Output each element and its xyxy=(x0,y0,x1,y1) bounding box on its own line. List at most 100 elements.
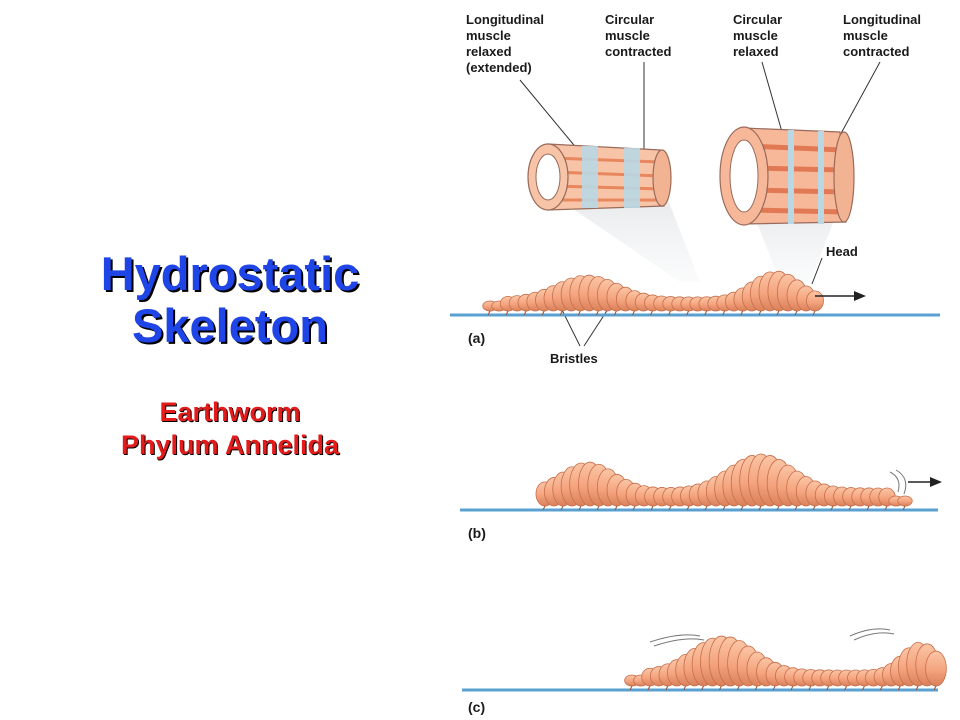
panel-label-a: (a) xyxy=(468,330,485,346)
bristle xyxy=(523,310,527,316)
svg-text:muscle: muscle xyxy=(733,28,778,43)
bristle xyxy=(718,685,722,691)
bristle xyxy=(776,505,780,511)
svg-text:muscle: muscle xyxy=(605,28,650,43)
bristle xyxy=(683,685,687,691)
svg-text:relaxed: relaxed xyxy=(733,44,779,59)
bristle xyxy=(776,310,780,316)
bristle xyxy=(722,505,726,511)
bristle xyxy=(560,505,564,511)
magnify-cone-right xyxy=(752,210,838,282)
arrow-right-icon xyxy=(815,291,866,301)
bristle xyxy=(933,685,937,691)
muscle-cylinder-extended xyxy=(527,143,672,211)
bristle xyxy=(826,685,830,691)
bristle xyxy=(794,310,798,316)
bristle xyxy=(650,310,653,316)
bristle xyxy=(668,310,672,316)
bristle xyxy=(884,505,888,511)
svg-text:Circular: Circular xyxy=(733,12,782,27)
bristle xyxy=(559,310,563,316)
bristle xyxy=(577,310,581,316)
bristle xyxy=(541,310,545,316)
subtitle-line-1: Earthworm xyxy=(159,397,301,427)
arrow-right-icon xyxy=(908,477,942,487)
bristle xyxy=(790,685,794,691)
bristle xyxy=(665,685,669,691)
bristle xyxy=(862,685,865,691)
bristle xyxy=(505,310,509,316)
svg-text:contracted: contracted xyxy=(843,44,910,59)
worm-segment xyxy=(925,650,947,687)
bristle xyxy=(808,685,812,691)
panel-label-c: (c) xyxy=(468,699,485,715)
callout-longitudinal-contracted: Longitudinal muscle contracted xyxy=(843,12,921,59)
slide-title: Hydrostatic Skeleton xyxy=(40,248,420,352)
bristle xyxy=(487,310,491,316)
svg-text:Circular: Circular xyxy=(605,12,654,27)
motion-lines xyxy=(649,469,907,647)
bristle xyxy=(879,685,883,691)
bristle xyxy=(794,505,798,511)
bristle xyxy=(704,505,708,511)
bristle xyxy=(701,685,704,691)
callout-longitudinal-relaxed: Longitudinal muscle relaxed (extended) xyxy=(466,12,544,75)
bristle xyxy=(686,310,690,316)
bristle xyxy=(740,310,744,316)
bristle xyxy=(631,310,635,316)
bristle xyxy=(902,505,906,511)
bristles-label: Bristles xyxy=(550,351,598,366)
callout-circular-relaxed: Circular muscle relaxed xyxy=(733,12,782,59)
subtitle-line-2: Phylum Annelida xyxy=(120,430,340,460)
slide-subtitle: Earthworm Phylum Annelida xyxy=(40,396,420,462)
worm-segment xyxy=(897,495,913,507)
bristle xyxy=(668,505,672,511)
bristle xyxy=(650,505,654,511)
bristle xyxy=(740,505,744,511)
bristle xyxy=(578,505,582,511)
svg-text:contracted: contracted xyxy=(605,44,672,59)
bristle xyxy=(686,505,690,511)
bristle xyxy=(844,685,848,691)
bristle xyxy=(812,505,816,511)
bristle xyxy=(613,310,617,316)
svg-text:Longitudinal: Longitudinal xyxy=(843,12,921,27)
head-label: Head xyxy=(826,244,858,259)
bristle xyxy=(758,505,762,511)
bristle xyxy=(647,685,651,691)
bristle xyxy=(542,505,546,511)
bristle xyxy=(754,685,758,691)
worm-panel-c xyxy=(624,635,947,691)
bristle xyxy=(614,505,618,511)
bristle xyxy=(629,685,633,691)
bristle xyxy=(848,505,852,511)
title-line-1: Hydrostatic xyxy=(100,247,360,300)
bristle xyxy=(704,310,708,316)
svg-text:relaxed: relaxed xyxy=(466,44,512,59)
bristle xyxy=(830,505,834,511)
svg-text:muscle: muscle xyxy=(466,28,511,43)
bristle xyxy=(758,310,762,316)
bristle xyxy=(595,310,599,316)
worm-panel-b xyxy=(535,453,913,511)
bristle xyxy=(722,310,726,316)
bristle xyxy=(632,505,636,511)
ground-lines xyxy=(450,313,940,692)
callout-circular-contracted: Circular muscle contracted xyxy=(605,12,672,59)
bristle xyxy=(736,685,740,691)
bristle xyxy=(772,685,776,691)
muscle-cylinder-contracted xyxy=(719,126,855,226)
bristle xyxy=(812,310,816,316)
svg-text:muscle: muscle xyxy=(843,28,888,43)
panel-label-b: (b) xyxy=(468,525,486,541)
bristle xyxy=(866,505,870,511)
magnify-cone-left xyxy=(560,200,700,282)
bristle xyxy=(897,685,901,691)
worm-panel-a xyxy=(482,270,824,316)
bristle xyxy=(915,685,919,691)
svg-text:(extended): (extended) xyxy=(466,60,532,75)
worm-segment xyxy=(806,290,824,312)
svg-text:Longitudinal: Longitudinal xyxy=(466,12,544,27)
title-line-2: Skeleton xyxy=(132,299,328,352)
